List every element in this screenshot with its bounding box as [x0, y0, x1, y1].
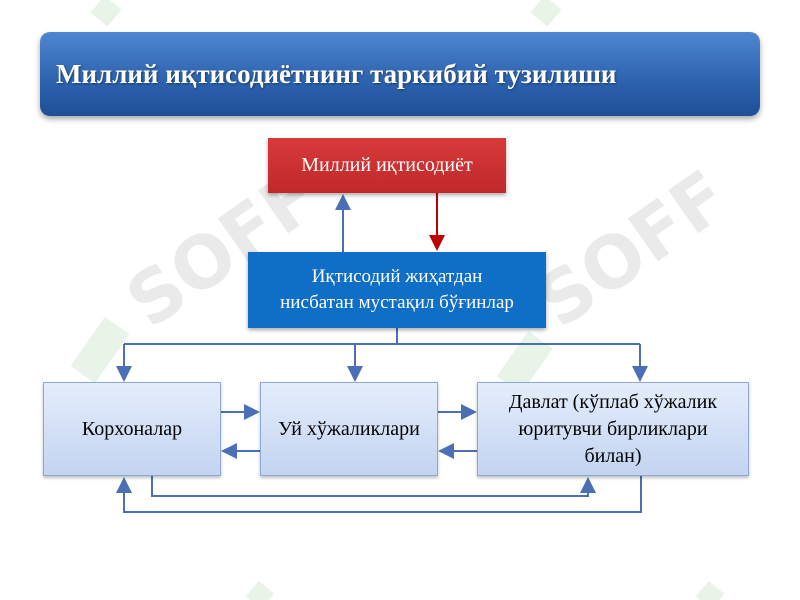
- node-state-line1: Давлат (кўплаб хўжалик: [508, 390, 718, 413]
- node-national-economy-label: Миллий иқтисодиёт: [301, 154, 473, 176]
- node-state: Давлат (кўплаб хўжалик юритувчи бирликла…: [477, 382, 749, 476]
- node-firms: Корхоналар: [43, 382, 221, 476]
- node-households-label: Уй хўжаликлари: [278, 417, 420, 440]
- node-households: Уй хўжаликлари: [260, 382, 438, 476]
- node-state-line3: билан): [584, 444, 642, 467]
- node-independent-units-line1: Иқтисодий жиҳатдан: [311, 266, 483, 287]
- node-state-line2: юритувчи бирликлари: [518, 417, 708, 440]
- page-title: Миллий иқтисодиётнинг таркибий тузилиши: [56, 58, 617, 89]
- node-national-economy: Миллий иқтисодиёт: [268, 138, 506, 193]
- svg-text:SOFF: SOFF: [522, 154, 743, 344]
- node-independent-units-line2: нисбатан мустақил бўғинлар: [280, 292, 514, 313]
- loop-state-to-firms: [116, 476, 642, 513]
- title-banner: Миллий иқтисодиётнинг таркибий тузилиши: [40, 32, 760, 116]
- node-firms-label: Корхоналар: [81, 417, 183, 440]
- loop-firms-to-state: [151, 476, 596, 497]
- node-independent-units: Иқтисодий жиҳатдан нисбатан мустақил бўғ…: [248, 252, 546, 328]
